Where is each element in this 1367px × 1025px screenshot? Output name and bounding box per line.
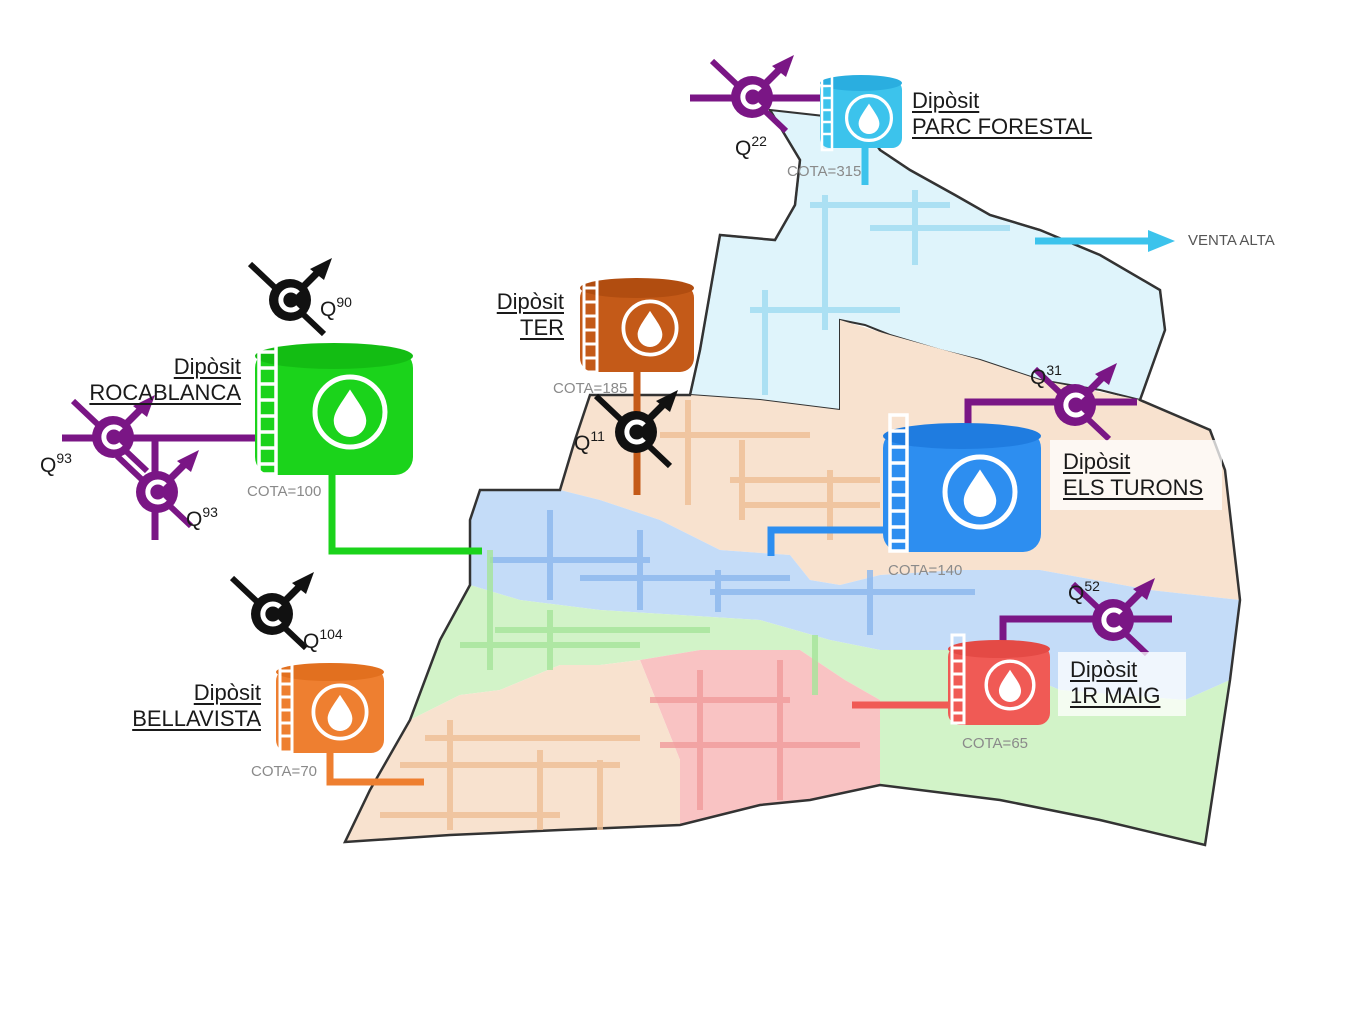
street-grid-bellavista bbox=[380, 720, 640, 830]
label-backdrop bbox=[1050, 440, 1222, 510]
pipe-turons bbox=[767, 526, 895, 556]
label-ter: Dipòsit TER bbox=[496, 289, 564, 340]
zone-rocablanca-green bbox=[410, 585, 1230, 845]
cota-1r-maig: COTA=65 bbox=[962, 735, 1028, 752]
pipe-rocablanca bbox=[328, 470, 482, 555]
zone-bellavista-peach bbox=[345, 660, 680, 842]
label-parc-forestal: Dipòsit PARC FORESTAL bbox=[912, 88, 1093, 139]
street-grid-green bbox=[460, 550, 818, 695]
tank-bellavista bbox=[276, 656, 384, 754]
pipe-bellavista bbox=[326, 748, 424, 786]
ladder-icon bbox=[278, 656, 294, 754]
cota-parc-forestal: COTA=315 bbox=[787, 163, 862, 180]
cota-ter: COTA=185 bbox=[553, 380, 628, 397]
street-grid-pink bbox=[650, 660, 860, 810]
street-grid-forestal bbox=[750, 190, 1010, 395]
meter-q93a bbox=[73, 395, 155, 471]
tank-els-turons bbox=[883, 413, 1041, 553]
meter-label-q93a: Q93 bbox=[40, 450, 72, 477]
meter-label-q11: Q11 bbox=[574, 428, 605, 455]
label-bellavista: Dipòsit BELLAVISTA bbox=[132, 680, 261, 731]
meter-c-icon bbox=[232, 572, 314, 648]
tank-parc-forestal bbox=[820, 72, 902, 152]
street-grid-turons bbox=[490, 510, 975, 635]
cota-els-turons: COTA=140 bbox=[888, 562, 963, 579]
venta-alta-label: VENTA ALTA bbox=[1188, 232, 1275, 249]
tank-rocablanca bbox=[255, 334, 413, 476]
label-1r-maig: Dipòsit 1R MAIG bbox=[1070, 657, 1161, 708]
venta-alta-arrow bbox=[1035, 230, 1175, 252]
meter-label-q22: Q22 bbox=[735, 133, 767, 160]
ladder-icon bbox=[888, 413, 909, 553]
meter-label-q104: Q104 bbox=[303, 626, 343, 653]
cota-rocablanca: COTA=100 bbox=[247, 483, 322, 500]
meter-q104 bbox=[232, 572, 314, 648]
tank-ter bbox=[580, 272, 694, 374]
ladder-icon bbox=[257, 334, 278, 476]
ladder-icon bbox=[582, 272, 599, 374]
tank-1r-maig bbox=[948, 633, 1050, 725]
ladder-icon bbox=[820, 72, 834, 152]
label-els-turons: Dipòsit ELS TURONS bbox=[1063, 449, 1204, 500]
meter-label-q93b: Q93 bbox=[186, 504, 218, 531]
label-backdrop bbox=[1058, 652, 1186, 716]
ladder-icon bbox=[950, 633, 966, 725]
arrow-right-icon bbox=[1148, 230, 1175, 252]
meter-label-q90: Q90 bbox=[320, 294, 352, 321]
label-rocablanca: Dipòsit ROCABLANCA bbox=[89, 354, 241, 405]
meter-c-icon bbox=[73, 395, 155, 471]
cota-bellavista: COTA=70 bbox=[251, 763, 317, 780]
meter-label-q31: Q31 bbox=[1030, 362, 1062, 389]
meter-label-q52: Q52 bbox=[1068, 578, 1100, 605]
